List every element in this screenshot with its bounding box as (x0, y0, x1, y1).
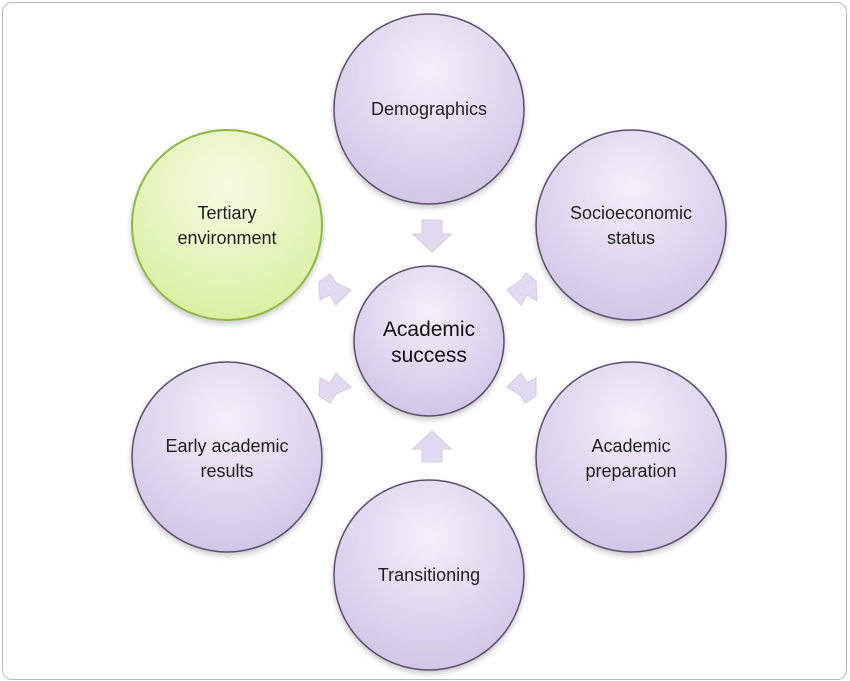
node-tertiary-environment: Tertiary environment (131, 129, 323, 321)
arrows (318, 219, 538, 463)
arrow-from-academic-preparation (506, 372, 537, 404)
arrow-from-demographics (411, 219, 453, 253)
node-early-academic-results: Early academic results (131, 361, 323, 553)
arrow-from-transitioning (411, 430, 453, 463)
node-academic-success-center: Academic success (353, 265, 505, 417)
arrow-from-tertiary (318, 273, 352, 306)
node-label-early-results-line2: results (200, 461, 253, 481)
center-label-line2: success (391, 344, 467, 367)
node-label-academic-preparation-line1: Academic (591, 436, 670, 456)
node-transitioning: Transitioning (333, 479, 525, 671)
node-label-early-results-line1: Early academic (165, 436, 288, 456)
node-demographics: Demographics (333, 13, 525, 205)
node-label-academic-preparation-line2: preparation (585, 461, 676, 481)
node-label-socioeconomic-line2: status (607, 228, 655, 248)
center-label-line1: Academic (383, 318, 475, 341)
node-label-socioeconomic-line1: Socioeconomic (570, 203, 692, 223)
arrow-from-socioeconomic (506, 272, 538, 306)
arrow-from-early-results (318, 372, 352, 404)
node-label-transitioning: Transitioning (378, 565, 480, 585)
node-label-tertiary-line1: Tertiary (197, 203, 256, 223)
node-socioeconomic-status: Socioeconomic status (535, 129, 727, 321)
node-academic-preparation: Academic preparation (535, 361, 727, 553)
node-label-demographics: Demographics (371, 99, 487, 119)
node-label-tertiary-line2: environment (177, 228, 276, 248)
